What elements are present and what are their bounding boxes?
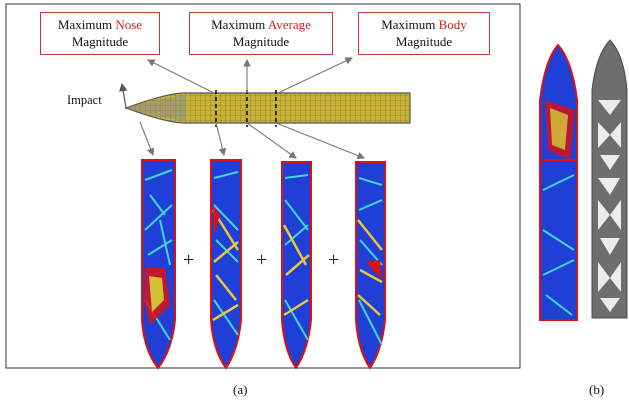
impact-label: Impact xyxy=(67,93,102,107)
label-box-body: Maximum Body Magnitude xyxy=(358,12,490,55)
box-nose-highlight: Nose xyxy=(115,17,143,32)
impact-arrow xyxy=(119,82,128,109)
panel-b-lattice xyxy=(591,39,628,319)
projectile-mesh xyxy=(124,90,411,127)
label-box-nose: Maximum Nose Magnitude xyxy=(40,12,160,55)
label-box-average: Maximum Average Magnitude xyxy=(189,12,333,55)
plus-sign-2: + xyxy=(256,249,268,271)
box-average-highlight: Average xyxy=(267,17,311,32)
topology-slice-1 xyxy=(141,159,176,370)
box-average-prefix: Maximum xyxy=(211,17,268,32)
caption-b: (b) xyxy=(589,382,605,397)
topology-slice-3 xyxy=(281,161,312,370)
topology-slice-4 xyxy=(355,161,386,370)
box-nose-line2: Magnitude xyxy=(71,34,129,49)
box-body-prefix: Maximum xyxy=(381,17,439,32)
arrows-to-boxes xyxy=(147,57,353,94)
box-nose-prefix: Maximum xyxy=(57,17,116,32)
box-average-line2: Magnitude xyxy=(232,34,290,49)
panel-a-frame xyxy=(5,3,521,369)
plus-sign-3: + xyxy=(328,249,340,271)
caption-a: (a) xyxy=(233,382,248,397)
panel-b-topology xyxy=(539,43,578,321)
topology-slice-2 xyxy=(210,159,242,370)
box-body-highlight: Body xyxy=(438,17,467,32)
arrows-to-slices xyxy=(139,121,366,160)
box-body-line2: Magnitude xyxy=(395,34,453,49)
plus-sign-1: + xyxy=(183,249,195,271)
